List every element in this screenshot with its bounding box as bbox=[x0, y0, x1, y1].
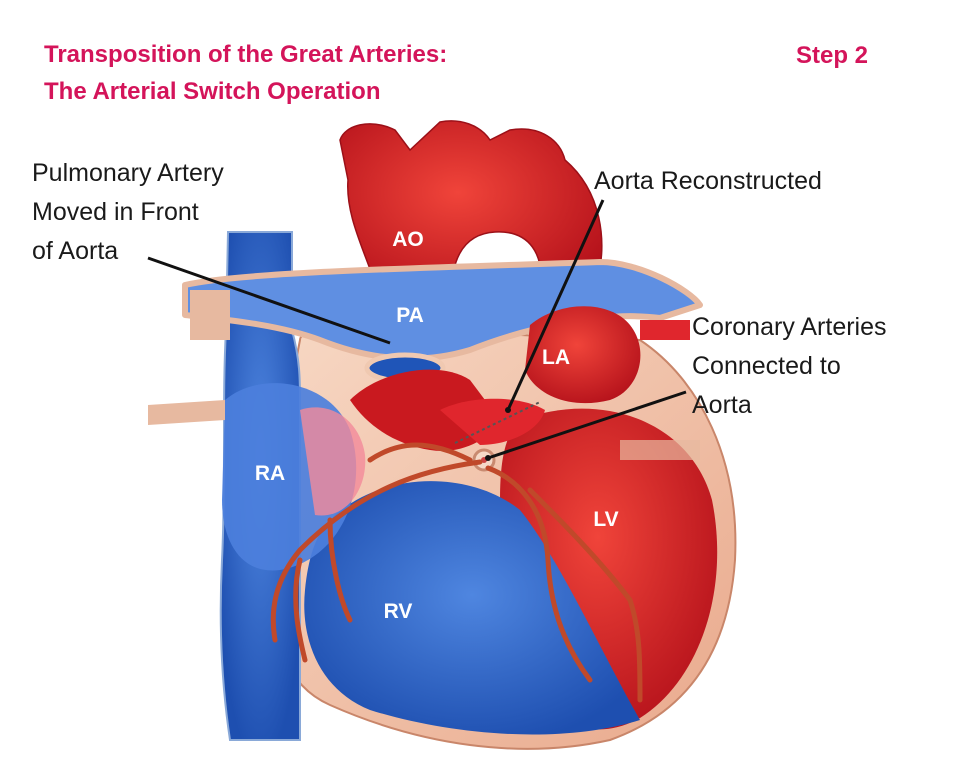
callout-pa-moved-line-3: of Aorta bbox=[32, 237, 119, 265]
coronary-arteries bbox=[270, 442, 643, 703]
label-la: LA bbox=[542, 346, 570, 369]
label-ra: RA bbox=[254, 462, 286, 485]
label-pa: PA bbox=[396, 304, 424, 327]
callout-coronary: Coronary Arteries Connected to Aorta bbox=[692, 308, 887, 425]
title-line-2: The Arterial Switch Operation bbox=[44, 78, 381, 105]
left-atrium bbox=[525, 306, 641, 404]
leader-lines bbox=[147, 199, 687, 460]
callout-aorta-reconstructed: Aorta Reconstructed bbox=[594, 162, 822, 201]
callout-aorta-reconstructed-line-1: Aorta Reconstructed bbox=[594, 167, 822, 195]
callout-coronary-line-2: Connected to bbox=[692, 352, 841, 380]
title-line-1: Transposition of the Great Arteries: bbox=[44, 41, 448, 68]
step-label: Step 2 bbox=[796, 42, 869, 69]
right-ventricle bbox=[304, 481, 640, 735]
callout-pa-moved-line-1: Pulmonary Artery bbox=[32, 159, 224, 187]
label-rv: RV bbox=[383, 600, 413, 623]
callout-pa-moved: Pulmonary Artery Moved in Front of Aorta bbox=[32, 154, 224, 271]
label-ao: AO bbox=[392, 228, 424, 251]
callout-coronary-line-1: Coronary Arteries bbox=[692, 313, 887, 341]
callout-coronary-line-3: Aorta bbox=[692, 391, 752, 419]
callout-pa-moved-line-2: Moved in Front bbox=[32, 198, 199, 226]
diagram-title: Transposition of the Great Arteries: The… bbox=[44, 36, 447, 110]
label-lv: LV bbox=[593, 508, 619, 531]
